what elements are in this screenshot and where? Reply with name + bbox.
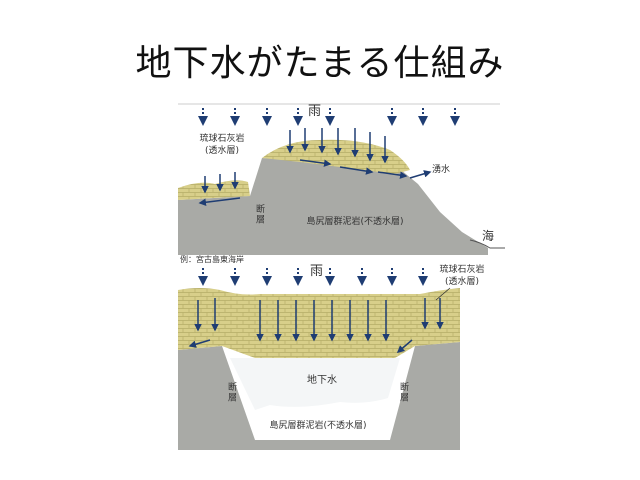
bottom-mudstone-label: 島尻層群泥岩(不透水層) — [269, 419, 366, 431]
top-sea-label: 海 — [482, 228, 494, 243]
bottom-rain-label: 雨 — [310, 264, 323, 279]
top-sea-line — [469, 239, 505, 249]
example-caption: 例：宮古島東海岸 — [180, 254, 244, 264]
slide-title: 地下水がたまる仕組み — [135, 43, 505, 84]
top-hill-limestone — [262, 139, 410, 174]
bottom-right-fault-label: 断層 — [400, 381, 409, 403]
top-infiltration-arrows — [198, 128, 432, 206]
top-fault-label: 断層 — [256, 203, 265, 225]
groundwater-label: 地下水 — [307, 373, 337, 386]
top-mudstone — [178, 158, 488, 255]
top-rain-arrows — [198, 108, 460, 126]
bottom-diagram: 雨 琉球石灰岩 (透水層) 地下水 断層 断層 島尻層群泥岩(不透水層) — [178, 263, 485, 450]
top-spring-label: 湧水 — [432, 163, 450, 175]
bottom-mudstone — [178, 342, 460, 450]
top-limestone-label: 琉球石灰岩 — [199, 132, 244, 144]
top-diagram: 雨 琉球石灰岩 (透水層) 湧水 断層 島尻層群泥岩(不透水層) 海 — [178, 103, 505, 255]
top-permeable-label: (透水層) — [205, 144, 239, 156]
bottom-infiltration-arrows — [188, 287, 451, 353]
bottom-limestone-label: 琉球石灰岩 — [439, 263, 484, 275]
bottom-rain-arrows — [198, 268, 428, 286]
top-mudstone-label: 島尻層群泥岩(不透水層) — [306, 215, 403, 227]
top-rain-label: 雨 — [308, 104, 321, 119]
bottom-permeable-label: (透水層) — [445, 275, 479, 287]
bottom-left-fault-label: 断層 — [228, 381, 237, 403]
bottom-groundwater — [230, 358, 400, 410]
